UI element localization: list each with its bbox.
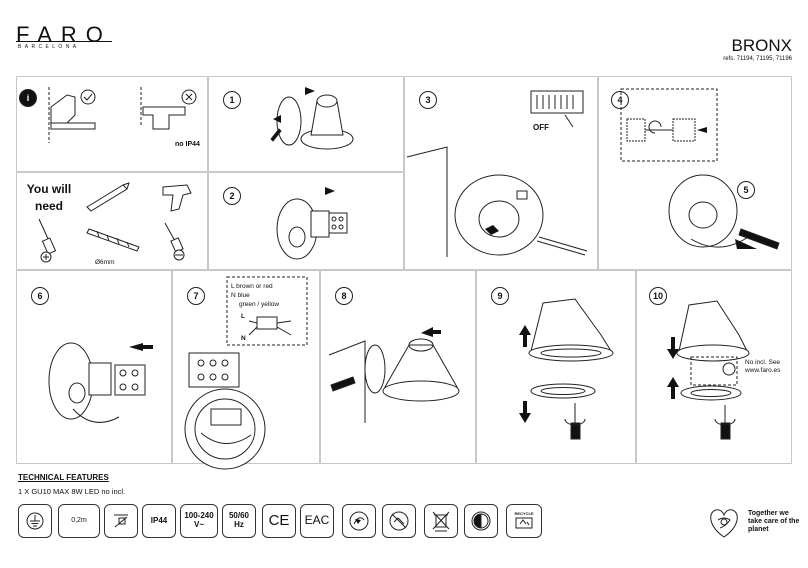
info-cell: i no IP44 [16, 76, 208, 172]
step-10-cell: 10 No incl. See www.faro.es [636, 270, 792, 464]
step-3-illustration [406, 146, 588, 257]
info-icon: i [19, 89, 37, 107]
screwdriver-cross-icon [38, 218, 57, 263]
step-7-number: 7 [187, 287, 205, 305]
no-insulation-icon [389, 511, 409, 531]
ce-mark: CE [268, 511, 290, 529]
product-title: BRONX [731, 36, 792, 55]
class2-symbol-box [342, 504, 376, 538]
drill-icon [162, 184, 192, 212]
wall-lamp-wrong-illustration [140, 87, 186, 130]
step-10-number: 10 [649, 287, 667, 305]
recycle-symbol-box: RECYCLE [506, 504, 542, 538]
cross-icon [181, 89, 197, 105]
step-8-illustration [328, 327, 460, 423]
step-2-illustration [276, 187, 348, 260]
earth-symbol-box [18, 504, 52, 538]
ceiling-no-symbol-box [104, 504, 138, 538]
voltage-symbol-box: 100-240 V~ [180, 504, 218, 538]
weee-bin-icon [432, 511, 450, 532]
screwdriver-flat-icon [164, 222, 185, 261]
voltage-label: 100-240 V~ [184, 511, 214, 529]
green-dot-symbol-box [464, 504, 498, 538]
step-6-cell: 6 [16, 270, 172, 464]
class-ii-icon [349, 511, 369, 531]
no-cover-symbol-box [382, 504, 416, 538]
green-dot-icon [471, 511, 491, 531]
step-6-illustration [48, 342, 153, 423]
step-6-number: 6 [31, 287, 49, 305]
drill-size-label: Ø6mm [95, 259, 115, 266]
step-3-number: 3 [419, 91, 437, 109]
brand-logo: FARO [16, 22, 112, 47]
wire-neutral-label: N blue [231, 292, 250, 299]
no-ceiling-icon [114, 514, 128, 528]
step-3-cell: 3 OFF [404, 76, 598, 270]
check-icon [80, 89, 96, 105]
step-7-illustration [184, 352, 266, 470]
recycle-label: RECYCLE [514, 510, 534, 516]
step-8-number: 8 [335, 287, 353, 305]
step-5-number: 5 [737, 181, 755, 199]
freq-label: 50/60 Hz [228, 511, 250, 529]
wire-n-marker: N [241, 335, 246, 342]
brand-sub: BARCELONA [18, 44, 80, 50]
wall-lamp-correct-illustration [48, 87, 96, 143]
step-1-illustration [270, 87, 354, 150]
wire-l-marker: L [241, 313, 245, 320]
step-1-number: 1 [223, 91, 241, 109]
step-4-number: 4 [611, 91, 629, 109]
wire-earth-label: green / yellow [239, 301, 280, 308]
eac-mark: EAC [304, 513, 330, 528]
tools-title: You will need [26, 182, 72, 213]
distance-label: 0,2m [71, 517, 87, 525]
ip-symbol-box: IP44 [142, 504, 176, 538]
step-7-cell: 7 L brown or red N blue green / yellow L… [172, 270, 320, 470]
drill-bit-icon [86, 228, 140, 252]
pencil-icon [86, 182, 130, 212]
no-ip44-label: no IP44 [175, 141, 200, 148]
step-8-cell: 8 [320, 270, 476, 464]
tech-line: 1 X GU10 MAX 8W LED no incl. [18, 487, 126, 496]
wiring-diagram [226, 276, 308, 346]
breaker-panel-illustration [530, 90, 584, 128]
earth-icon [26, 512, 44, 530]
planet-heart-icon [710, 509, 738, 538]
wall-plug-illustration [620, 88, 718, 162]
freq-symbol-box: 50/60 Hz [222, 504, 256, 538]
bulb-note: No incl. See www.faro.es [745, 359, 781, 374]
ce-symbol-box: CE [262, 504, 296, 538]
recycle-box-icon [515, 517, 533, 529]
distance-symbol-box: 0,2m [58, 504, 100, 538]
step-10-illustration [667, 300, 750, 440]
step-9-cell: 9 [476, 270, 636, 464]
ip-label: IP44 [150, 515, 168, 525]
tools-cell: You will need Ø6mm [16, 172, 208, 270]
product-refs: refs. 71194, 71195, 71196 [723, 56, 792, 62]
wire-live-label: L brown or red [231, 283, 273, 290]
eac-symbol-box: EAC [300, 504, 334, 538]
step-4-5-cell: 4 5 [598, 76, 792, 270]
tech-title: TECHNICAL FEATURES [18, 473, 109, 482]
weee-symbol-box [424, 504, 458, 538]
step-9-number: 9 [491, 287, 509, 305]
off-label: OFF [533, 123, 549, 132]
step-2-number: 2 [223, 187, 241, 205]
step-1-cell: 1 [208, 76, 404, 172]
logo-rule [16, 41, 112, 42]
step-2-cell: 2 [208, 172, 404, 270]
step-5-illustration [668, 174, 780, 250]
step-9-illustration [519, 298, 614, 440]
planet-slogan: Together we take care of the planet [748, 510, 800, 534]
